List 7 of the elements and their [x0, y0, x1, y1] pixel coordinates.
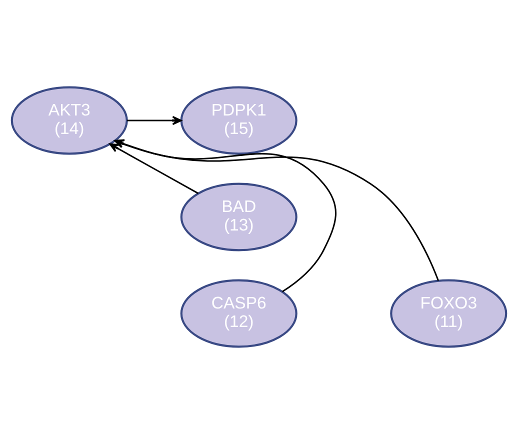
arrow — [126, 116, 182, 126]
node-ellipse: PDPK1 (15) — [180, 86, 298, 155]
node-ellipse: FOXO3 (11) — [390, 279, 508, 348]
node-ellipse: CASP6 (12) — [180, 279, 298, 348]
node-ellipse: BAD (13) — [180, 182, 298, 252]
arrow — [109, 143, 199, 194]
node-ellipse: AKT3 (14) — [10, 86, 128, 155]
